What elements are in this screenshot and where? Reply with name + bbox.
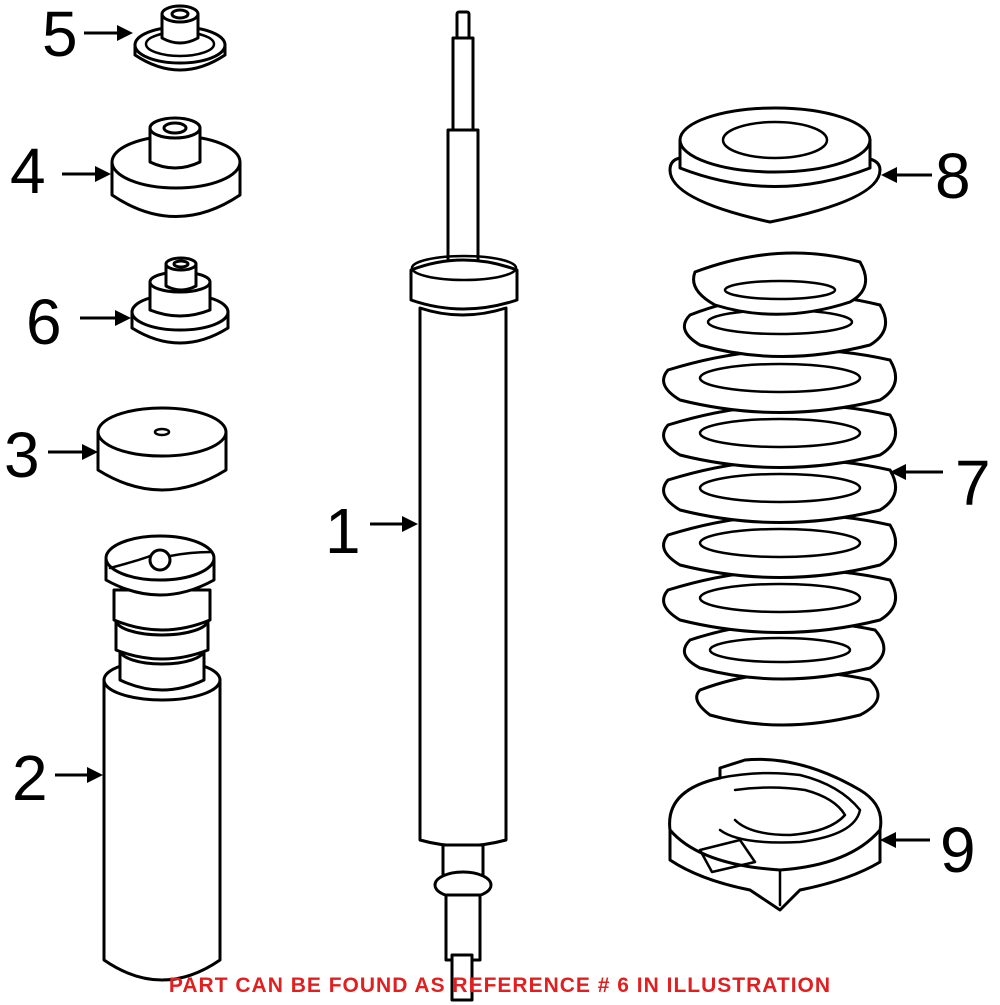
- shock-absorber-part: [409, 10, 519, 1002]
- arrow-6: [80, 310, 131, 326]
- top-mount-bushing-part: [133, 4, 227, 72]
- arrow-8: [881, 167, 932, 183]
- arrow-1: [370, 516, 418, 532]
- coil-spring-part: [662, 251, 898, 727]
- callout-number-1: 1: [325, 495, 361, 567]
- callout-number-9: 9: [940, 814, 976, 886]
- callout-number-8: 8: [935, 140, 971, 212]
- arrow-2: [55, 767, 103, 783]
- mount-bushing-part: [130, 256, 230, 345]
- upper-spring-seat-part: [668, 106, 882, 224]
- arrow-5: [84, 25, 133, 41]
- callout-number-6: 6: [26, 286, 62, 358]
- callout-number-3: 3: [4, 419, 40, 491]
- lower-spring-seat-part: [668, 757, 883, 912]
- reference-note: PART CAN BE FOUND AS REFERENCE # 6 IN IL…: [168, 974, 832, 997]
- callout-number-5: 5: [42, 0, 78, 70]
- arrow-7: [890, 464, 943, 480]
- callout-number-2: 2: [12, 742, 48, 814]
- rubber-pad-part: [96, 406, 228, 492]
- upper-mount-part: [110, 116, 242, 218]
- callout-number-7: 7: [955, 447, 991, 519]
- arrow-3: [48, 444, 98, 460]
- arrow-4: [62, 166, 111, 182]
- bump-stop-boot-part: [102, 534, 222, 982]
- callout-number-4: 4: [10, 135, 46, 207]
- arrow-9: [880, 832, 930, 848]
